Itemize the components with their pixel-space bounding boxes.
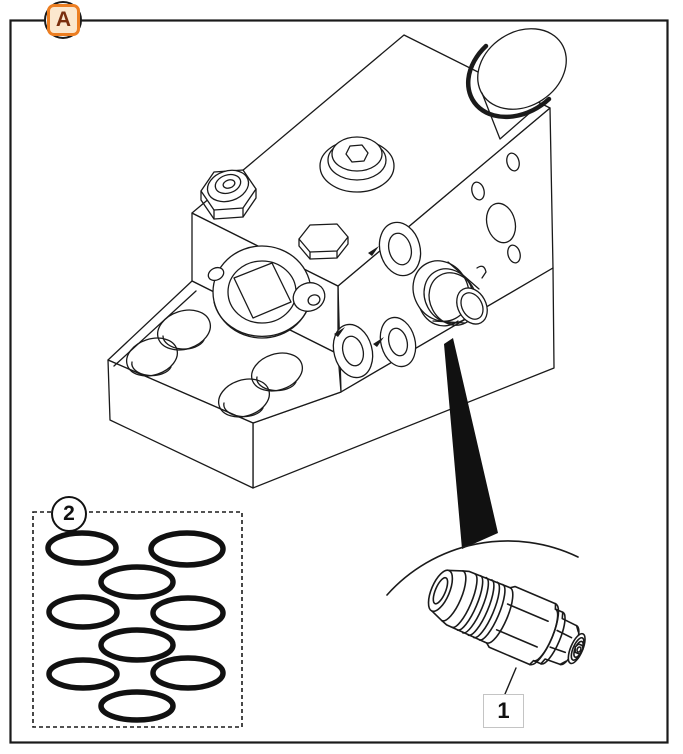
magnifier-wedge [444, 338, 498, 549]
o-ring [45, 530, 119, 566]
base-mounting-holes [126, 309, 303, 418]
hex-plug [298, 223, 349, 260]
installed-cartridge-port [412, 260, 488, 327]
base-chamfer-line [113, 290, 197, 367]
flow-arrow-marks [334, 246, 384, 347]
o-ring-panel-border [32, 511, 243, 728]
view-badge-label: A [55, 8, 72, 31]
view-badge-a: A [47, 4, 80, 36]
small-ring-port [292, 282, 326, 312]
o-ring [150, 655, 226, 691]
o-ring [46, 594, 120, 630]
cartridge-valve-detail [427, 569, 586, 666]
callout-2-badge: 2 [51, 496, 87, 532]
figure-border [9, 19, 669, 744]
o-ring [148, 530, 226, 568]
callout-1-leader [504, 667, 517, 695]
valve-block-drawing [107, 28, 567, 489]
end-cylinder-plug [465, 28, 567, 140]
o-ring [98, 689, 176, 723]
side-ring-ports [332, 221, 422, 379]
callout-1-label: 1 [497, 698, 510, 723]
hex-nut-fitting [200, 169, 257, 220]
o-ring [98, 564, 176, 600]
o-ring [150, 595, 226, 631]
o-rings-group [45, 530, 226, 723]
socket-plug-boss [319, 136, 395, 193]
callout-1-badge: 1 [483, 694, 524, 728]
side-drill-holes [471, 152, 521, 264]
base-top-face [107, 280, 342, 424]
callout-2-label: 2 [63, 502, 75, 525]
o-ring [98, 627, 176, 663]
square-drive-boss [212, 245, 312, 339]
base-front-face [107, 359, 254, 489]
magnifier-arc [386, 540, 579, 596]
detail-view [386, 540, 586, 695]
pilot-hole [207, 266, 225, 282]
o-ring [46, 657, 120, 691]
